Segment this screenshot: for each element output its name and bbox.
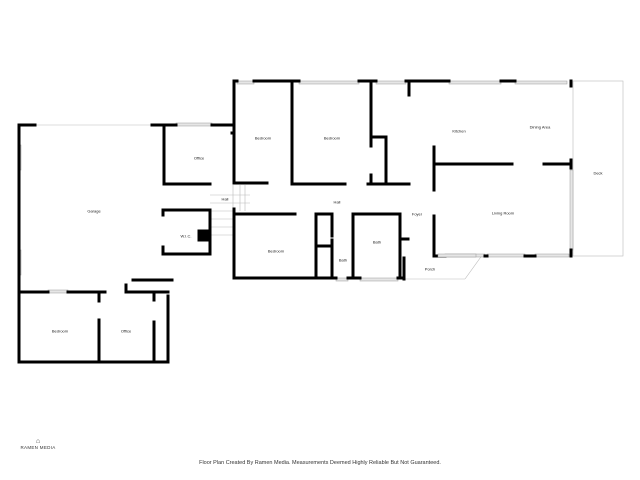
room-label-living-room: Living Room	[491, 210, 515, 216]
room-label-deck: Deck	[593, 170, 603, 176]
room-label-porch: Porch	[424, 266, 436, 272]
room-label-bedroom-3: Bedroom	[267, 248, 285, 254]
room-label-foyer: Foyer	[411, 211, 423, 217]
logo-name: RAMEN MEDIA	[20, 445, 56, 450]
room-label-bedroom-2: Bedroom	[323, 135, 341, 141]
room-label-office-lower: Office	[120, 328, 132, 334]
camera-icon: ⌂	[35, 438, 41, 445]
ramen-media-logo: ⌂ RAMEN MEDIA	[18, 438, 58, 450]
room-label-hall-left: Hall	[221, 196, 229, 202]
room-label-bedroom-4: Bedroom	[51, 328, 69, 334]
room-label-wic: W.I.C.	[180, 233, 192, 239]
room-label-bedroom-1: Bedroom	[254, 135, 272, 141]
room-label-bath-2: Bath	[372, 239, 382, 245]
room-label-dining-area: Dining Area	[529, 124, 551, 130]
room-label-kitchen: Kitchen	[452, 128, 466, 134]
room-label-hall-center: Hall	[333, 199, 341, 205]
room-label-garage: Garage	[87, 208, 101, 214]
footer-disclaimer: Floor Plan Created By Ramen Media. Measu…	[199, 460, 441, 466]
room-label-bath-1: Bath	[338, 257, 348, 263]
room-label-office-upper: Office	[193, 155, 205, 161]
